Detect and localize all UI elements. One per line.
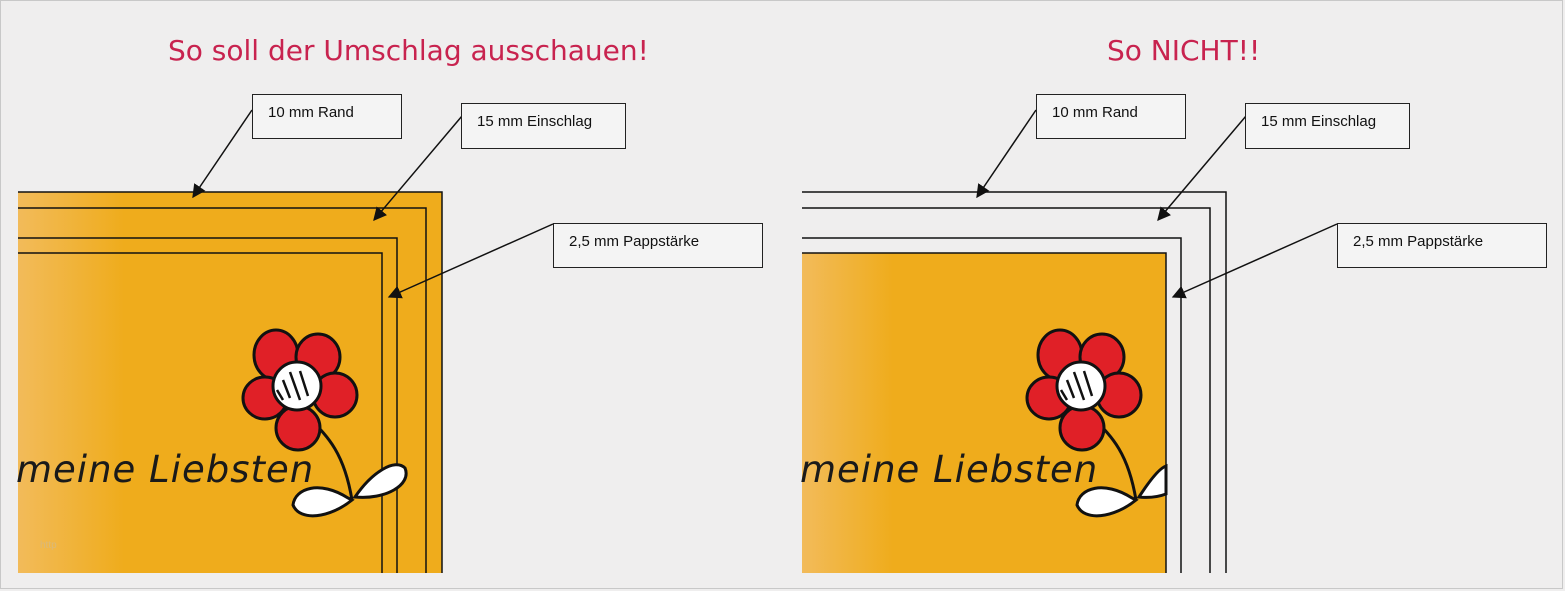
board-line-outer-right: [802, 237, 1182, 573]
label-pappe-right: 2,5 mm Pappstärke: [1337, 223, 1547, 268]
cover-edge-outer: [18, 191, 443, 573]
label-rand-right: 10 mm Rand: [1036, 94, 1186, 139]
arrow-pappe-left: [387, 223, 554, 299]
flower-illustration-left: [241, 328, 408, 518]
watermark: http: [40, 540, 57, 551]
board-line-inner: [18, 252, 383, 573]
cover-edge-outer-right: [802, 191, 1227, 573]
arrow-einschlag-left: [373, 115, 463, 222]
einschlag-line: [18, 207, 427, 573]
label-einschlag-right: 15 mm Einschlag: [1245, 103, 1410, 149]
heading-wrong: So NICHT!!: [1107, 34, 1261, 67]
label-einschlag-left: 15 mm Einschlag: [461, 103, 626, 149]
card-text-left: meine Liebsten: [16, 448, 315, 491]
arrow-einschlag-right: [1157, 115, 1247, 222]
board-line-outer: [18, 237, 398, 573]
arrow-rand-right: [976, 109, 1037, 199]
card-text-right: meine Liebsten: [800, 448, 1099, 491]
einschlag-line-right: [802, 207, 1211, 573]
label-rand-left: 10 mm Rand: [252, 94, 402, 139]
flower-illustration-right: [1025, 328, 1168, 518]
cover-outer: [18, 192, 442, 573]
arrow-rand-left: [192, 109, 253, 199]
arrow-pappe-right: [1171, 223, 1338, 299]
label-pappe-left: 2,5 mm Pappstärke: [553, 223, 763, 268]
heading-correct: So soll der Umschlag ausschauen!: [168, 34, 649, 67]
